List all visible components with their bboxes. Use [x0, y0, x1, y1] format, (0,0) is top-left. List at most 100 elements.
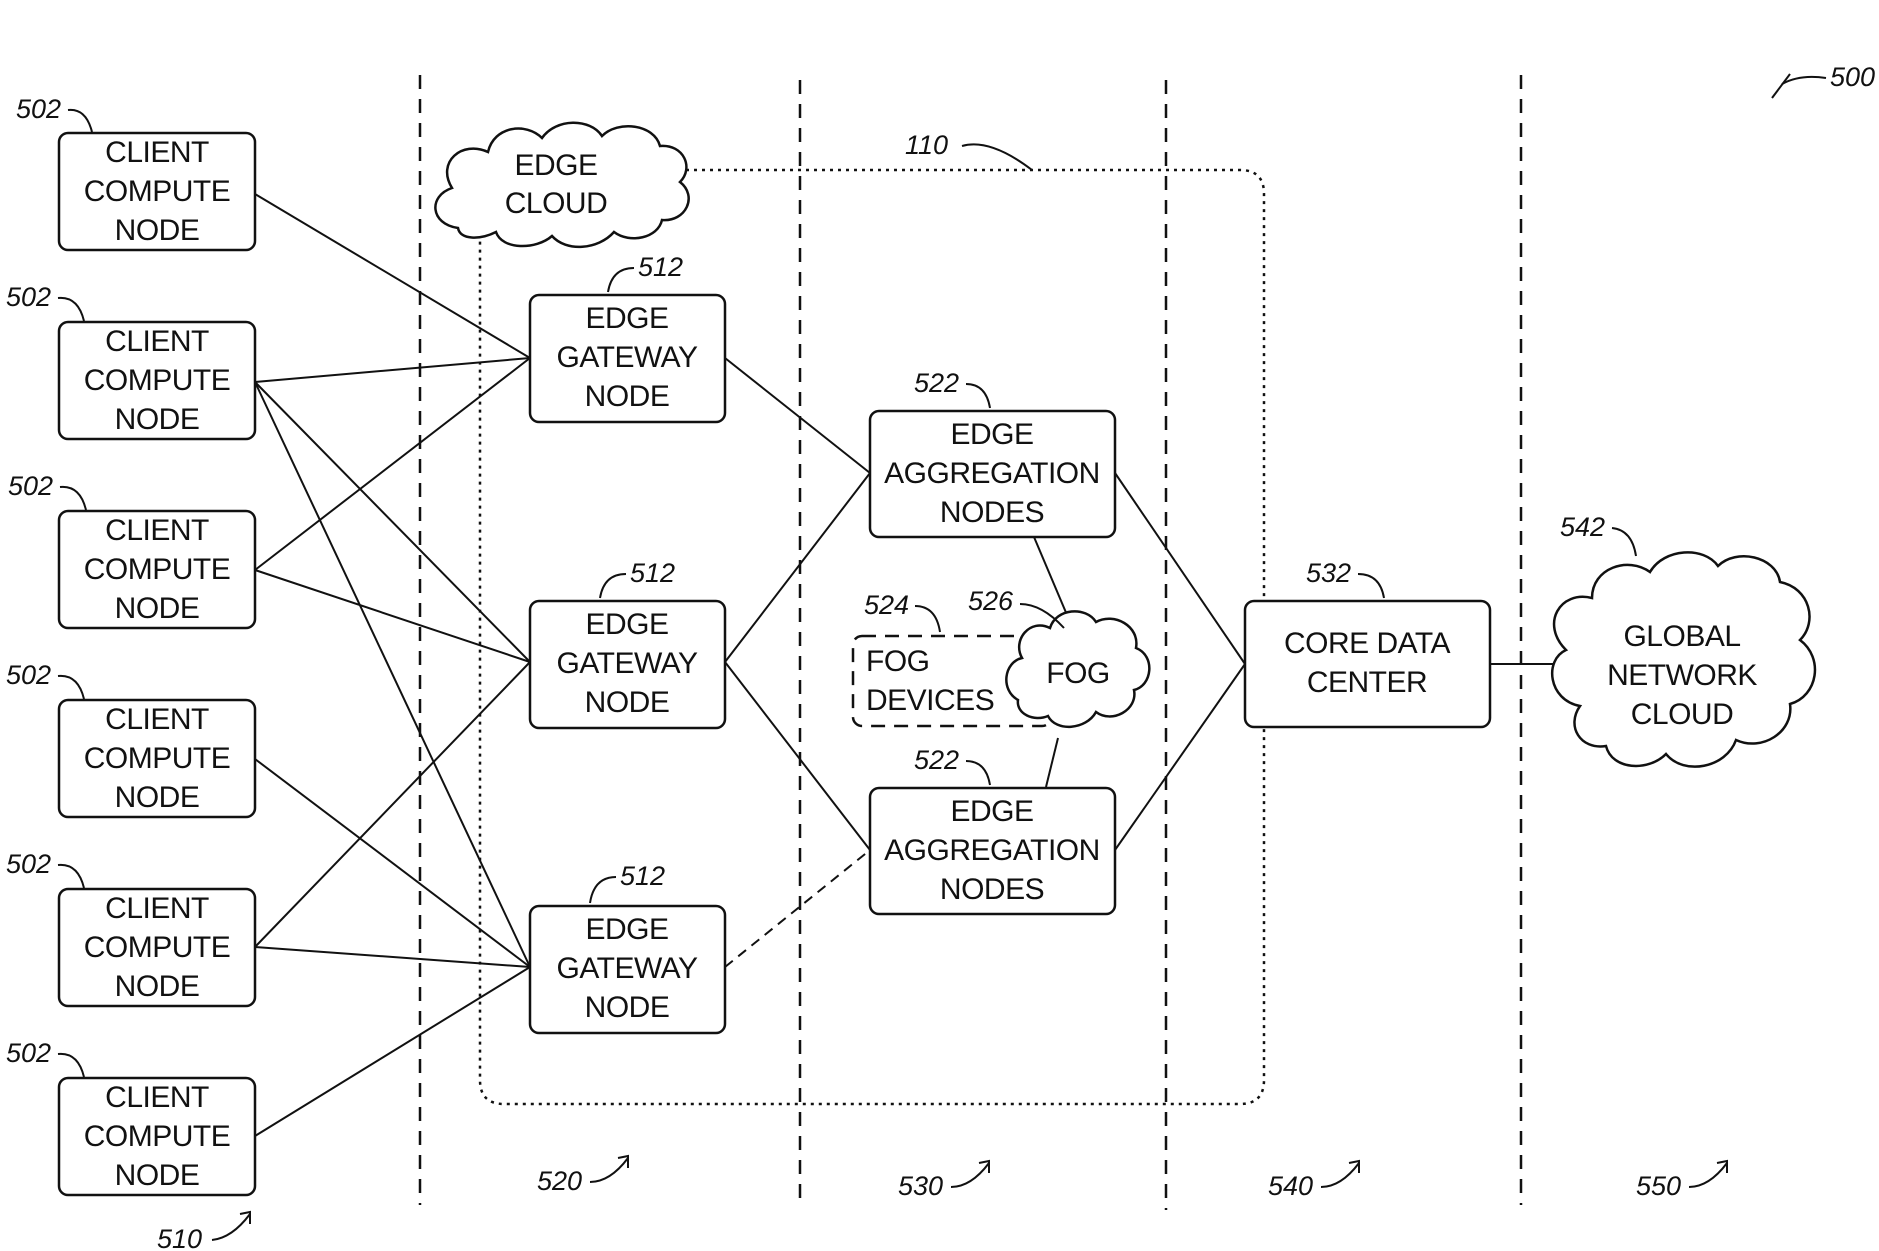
aggregation-node-2: EDGE AGGREGATION NODES 522: [870, 745, 1115, 914]
tier-ref-number: 550: [1636, 1171, 1681, 1201]
edge-cloud-shape: [435, 123, 688, 247]
tier-ref-arrow-icon: [1689, 1163, 1727, 1187]
figure-ref-number: 500: [1830, 62, 1875, 92]
aggregation-node-label: EDGE: [950, 795, 1033, 828]
tier-ref-arrow-icon: [212, 1214, 250, 1240]
core-data-center-ref: 532: [1306, 558, 1351, 588]
client-node-ref: 502: [6, 282, 51, 312]
client-nodes: CLIENT COMPUTE NODE 502 CLIENT COMPUTE N…: [6, 94, 255, 1195]
aggregation-node-ref: 522: [914, 368, 959, 398]
link-client2-gateway1: [255, 570, 530, 662]
aggregation-node-ref-leader: [966, 384, 990, 408]
core-data-center: CORE DATA CENTER 532: [1245, 558, 1490, 727]
global-network-cloud-label: CLOUD: [1631, 698, 1734, 731]
tier-ref-arrow-icon: [590, 1158, 628, 1182]
client-node-ref: 502: [6, 660, 51, 690]
tier-ref-number: 510: [157, 1224, 202, 1251]
client-node-label: NODE: [115, 214, 200, 247]
gateway-node-label: NODE: [585, 686, 670, 719]
figure-ref-arrow-icon: [1772, 74, 1790, 98]
link-gateway1-aggregation0: [725, 473, 870, 662]
link-client1-gateway0: [255, 358, 530, 382]
tier-ref-530: 530: [898, 1161, 989, 1201]
client-node-label: COMPUTE: [84, 364, 231, 397]
edge-cloud-label-2: CLOUD: [505, 187, 608, 220]
tier-ref-arrowhead-icon: [1349, 1161, 1359, 1173]
gateway-node-ref: 512: [620, 861, 665, 891]
client-node-label: CLIENT: [105, 892, 209, 925]
gateway-node-ref-leader: [600, 574, 626, 598]
client-node-label: COMPUTE: [84, 931, 231, 964]
fog-devices-ref-leader: [915, 606, 940, 632]
client-node-3: CLIENT COMPUTE NODE 502: [8, 471, 255, 628]
gateway-nodes: EDGE GATEWAY NODE 512 EDGE GATEWAY NODE …: [530, 252, 725, 1033]
tier-ref-510: 510: [157, 1212, 250, 1251]
gateway-node-label: EDGE: [585, 608, 668, 641]
gateway-node-2: EDGE GATEWAY NODE 512: [530, 558, 725, 728]
client-node-ref: 502: [6, 849, 51, 879]
fog-devices-label: DEVICES: [866, 684, 994, 717]
client-node-label: COMPUTE: [84, 175, 231, 208]
client-node-label: NODE: [115, 592, 200, 625]
link-client1-gateway1: [255, 382, 530, 662]
tier-ref-arrowhead-icon: [979, 1161, 989, 1173]
gateway-node-label: NODE: [585, 380, 670, 413]
tier-ref-number: 530: [898, 1171, 943, 1201]
client-node-1: CLIENT COMPUTE NODE 502: [16, 94, 255, 250]
gateway-node-label: NODE: [585, 991, 670, 1024]
client-node-label: CLIENT: [105, 1081, 209, 1114]
gateway-node-ref: 512: [638, 252, 683, 282]
fog-devices-label: FOG: [866, 645, 930, 678]
gateway-node-label: EDGE: [585, 913, 668, 946]
gateway-node-label: GATEWAY: [557, 952, 698, 985]
figure-ref: 500: [1772, 62, 1875, 98]
client-node-ref-leader: [68, 110, 92, 132]
client-node-label: CLIENT: [105, 136, 209, 169]
tier-ref-number: 540: [1268, 1171, 1313, 1201]
link-gateway0-aggregation0: [725, 358, 870, 473]
tier-refs: 510 520 530 540 550: [157, 1156, 1727, 1251]
tier-ref-550: 550: [1636, 1161, 1727, 1201]
client-node-2: CLIENT COMPUTE NODE 502: [6, 282, 255, 439]
link-gateway2-aggregation1: [725, 850, 870, 967]
core-data-center-label: CENTER: [1307, 666, 1427, 699]
client-node-label: COMPUTE: [84, 1120, 231, 1153]
link-client4-gateway2: [255, 947, 530, 967]
edge-cloud: EDGE CLOUD 110: [435, 123, 1032, 247]
fog-devices-ref: 524: [864, 590, 909, 620]
gateway-node-ref-leader: [608, 268, 634, 292]
aggregation-node-1: EDGE AGGREGATION NODES 522: [870, 368, 1115, 537]
gateway-node-label: GATEWAY: [557, 647, 698, 680]
client-node-ref: 502: [6, 1038, 51, 1068]
aggregation-node-label: EDGE: [950, 418, 1033, 451]
core-data-center-ref-leader: [1358, 574, 1384, 598]
fog-label: FOG: [1046, 657, 1110, 690]
client-node-ref: 502: [16, 94, 61, 124]
core-data-center-box: [1245, 601, 1490, 727]
link-aggregation1-fog: [1046, 738, 1058, 787]
tier-ref-arrow-icon: [951, 1163, 989, 1187]
client-node-label: CLIENT: [105, 703, 209, 736]
client-node-ref: 502: [8, 471, 53, 501]
core-data-center-label: CORE DATA: [1284, 627, 1451, 660]
figure-ref-leader: [1782, 77, 1826, 84]
client-node-label: NODE: [115, 403, 200, 436]
client-node-ref-leader: [60, 487, 86, 510]
client-node-label: CLIENT: [105, 325, 209, 358]
gateway-node-label: EDGE: [585, 302, 668, 335]
client-node-4: CLIENT COMPUTE NODE 502: [6, 660, 255, 817]
client-node-ref-leader: [58, 1054, 84, 1077]
aggregation-node-label: AGGREGATION: [884, 834, 1100, 867]
client-node-5: CLIENT COMPUTE NODE 502: [6, 849, 255, 1006]
client-node-ref-leader: [58, 298, 84, 321]
client-node-label: NODE: [115, 970, 200, 1003]
tier-ref-number: 520: [537, 1166, 582, 1196]
link-client4-gateway1: [255, 662, 530, 947]
edge-cloud-label-1: EDGE: [514, 149, 597, 182]
global-network-cloud-label: NETWORK: [1607, 659, 1757, 692]
link-gateway1-aggregation1: [725, 662, 870, 850]
client-node-label: COMPUTE: [84, 553, 231, 586]
edge-cloud-ref-leader: [962, 144, 1032, 170]
tier-ref-arrowhead-icon: [240, 1212, 250, 1224]
edge-cloud-ref: 110: [905, 130, 948, 160]
